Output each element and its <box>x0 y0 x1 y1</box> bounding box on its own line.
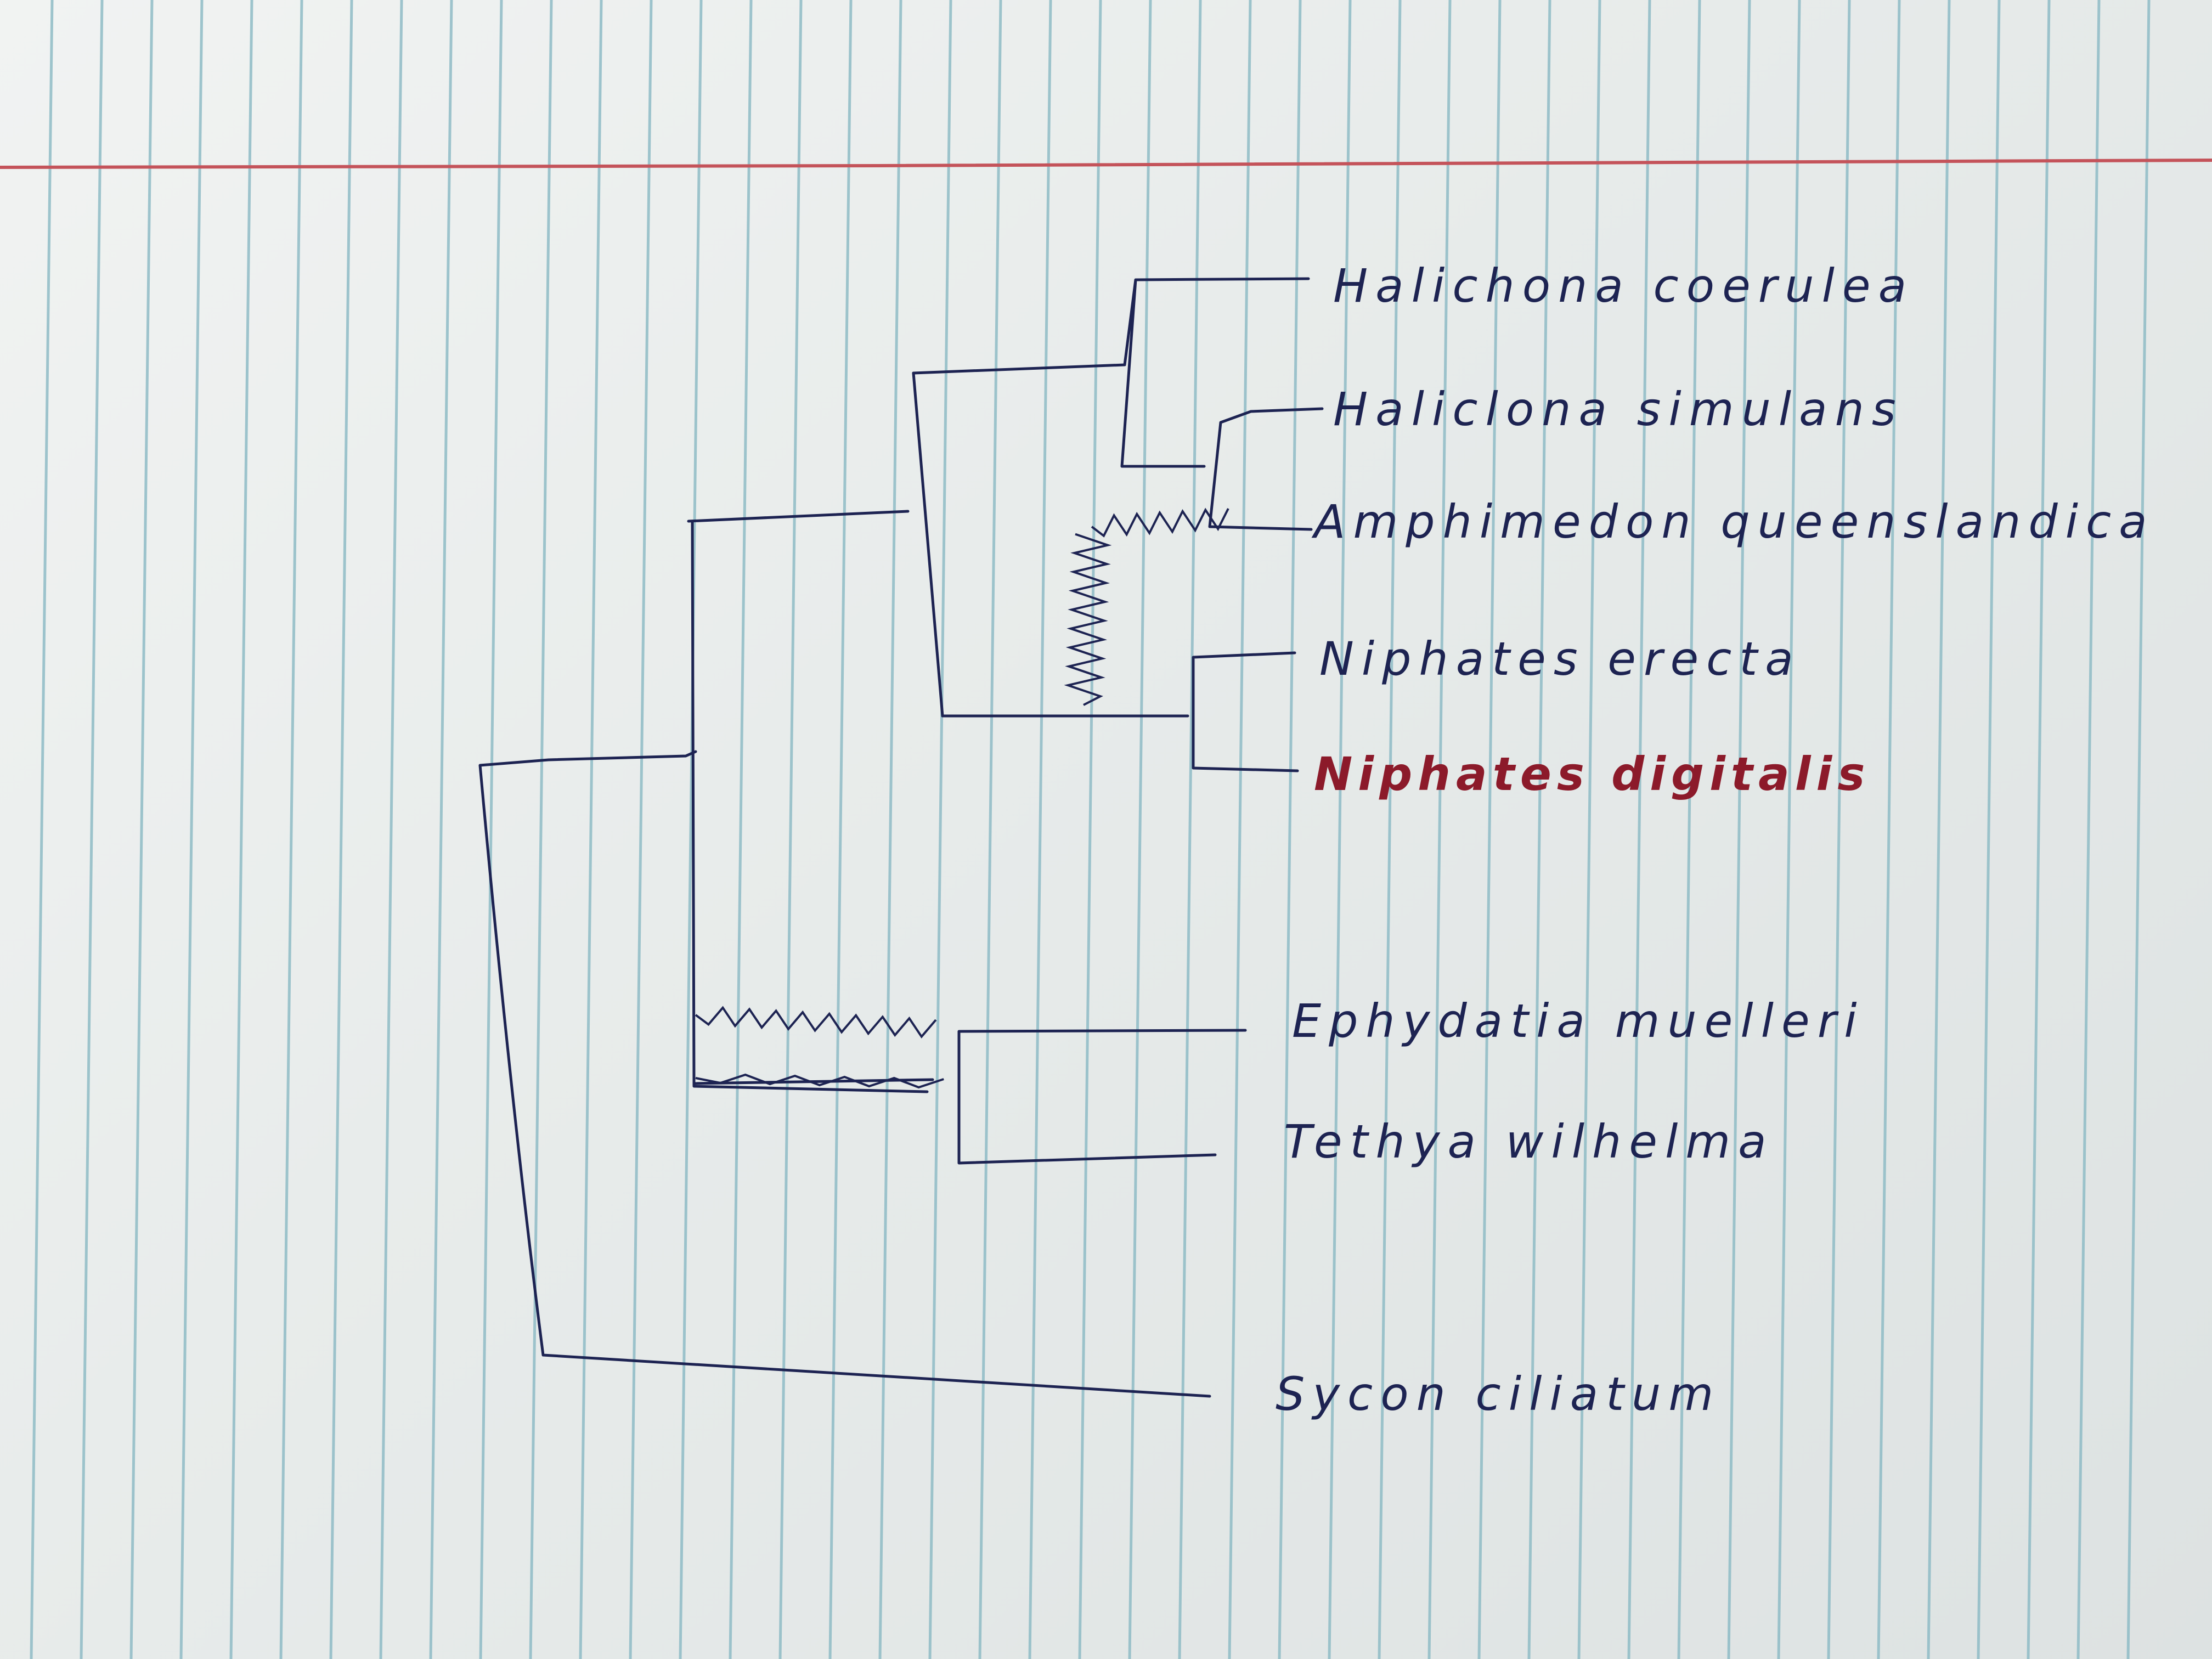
rule-line <box>129 0 154 1659</box>
rule-line <box>729 0 753 1659</box>
rule-line <box>2076 0 2101 1659</box>
branch-haliclona-niphates-stem <box>912 371 1189 718</box>
leaf-labels: Halichona coerulea Haliclona simulans Am… <box>1276 259 2155 1421</box>
leaf-label-haliclona-simulans: Haliclona simulans <box>1333 382 1904 436</box>
rule-line <box>1977 0 2001 1659</box>
branch-haliclona-clade <box>1120 277 1310 468</box>
rule-line <box>1927 0 1951 1659</box>
rule-line <box>479 0 503 1659</box>
branch-niphates-clade <box>1192 651 1299 772</box>
branch-root-clade-join <box>547 750 697 761</box>
rule-line <box>1727 0 1751 1659</box>
scribble-vertical-upper <box>1064 533 1112 706</box>
rule-line <box>1777 0 1801 1659</box>
rule-line <box>229 0 253 1659</box>
tree-branches <box>478 277 1324 1398</box>
rule-line <box>878 0 902 1659</box>
rule-line <box>1028 0 1052 1659</box>
rule-line <box>80 0 104 1659</box>
scribble-horizontal-upper <box>1091 507 1229 538</box>
rule-line <box>1278 0 1302 1659</box>
rule-line <box>1078 0 1102 1659</box>
branch-main-clade-stem <box>691 520 929 1093</box>
scribble-double-line-lower <box>695 1073 944 1089</box>
leaf-label-niphates-erecta: Niphates erecta <box>1319 632 1801 686</box>
branch-simulans-amphimedon-join <box>1208 407 1324 531</box>
rule-line <box>1677 0 1701 1659</box>
rule-line <box>179 0 204 1659</box>
rule-line <box>778 0 803 1659</box>
rule-line <box>629 0 653 1659</box>
branch-root-to-sycon <box>478 758 1211 1398</box>
leaf-label-sycon-ciliatum: Sycon ciliatum <box>1276 1367 1721 1421</box>
rule-line <box>279 0 303 1659</box>
rule-line <box>928 0 952 1659</box>
rule-line <box>1128 0 1152 1659</box>
margin-line <box>0 159 2212 169</box>
rule-line <box>429 0 453 1659</box>
crossed-out-scribbles <box>695 507 1229 1089</box>
rule-line <box>1877 0 1901 1659</box>
rule-line <box>1827 0 1851 1659</box>
rule-line <box>1328 0 1352 1659</box>
rule-line <box>1228 0 1252 1659</box>
rule-line <box>2126 0 2151 1659</box>
leaf-label-amphimedon-queenslandica: Amphimedon queenslandica <box>1311 495 2155 549</box>
scribble-horizontal-lower <box>695 1006 937 1039</box>
rule-line <box>2027 0 2051 1659</box>
rule-line <box>1477 0 1502 1659</box>
branch-main-clade-top <box>687 510 910 523</box>
rule-line <box>529 0 553 1659</box>
rule-line <box>1427 0 1452 1659</box>
rule-line <box>1178 0 1202 1659</box>
rule-line <box>1627 0 1651 1659</box>
rule-line <box>329 0 353 1659</box>
rule-line <box>30 0 54 1659</box>
branch-haliclona-clade-top <box>912 363 1126 375</box>
rule-line <box>1378 0 1402 1659</box>
leaf-label-niphates-digitalis: Niphates digitalis <box>1314 747 1870 801</box>
rule-line <box>1577 0 1601 1659</box>
rule-line <box>579 0 603 1659</box>
branch-porifera-lower-join <box>692 1078 934 1085</box>
rule-line <box>379 0 403 1659</box>
leaf-label-halichona-coerulea: Halichona coerulea <box>1333 259 1914 313</box>
rule-line <box>828 0 853 1659</box>
leaf-label-ephydatia-muelleri: Ephydatia muelleri <box>1292 994 1865 1048</box>
branch-porifera-lower-clade <box>957 1029 1247 1165</box>
leaf-label-tethya-wilhelma: Tethya wilhelma <box>1284 1115 1774 1169</box>
rule-line <box>1527 0 1551 1659</box>
rule-line <box>679 0 703 1659</box>
